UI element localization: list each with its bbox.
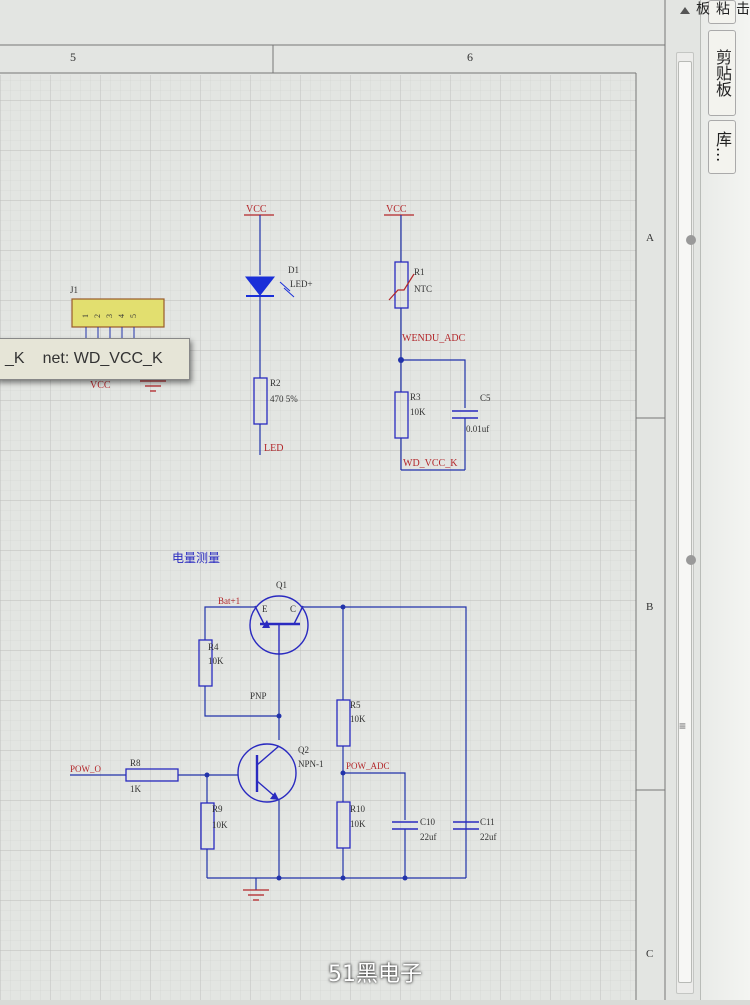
c5-value: 0.01uf bbox=[466, 424, 489, 434]
row-label-b: B bbox=[646, 601, 654, 613]
scroll-handle-dot[interactable] bbox=[686, 555, 696, 565]
c11-ref: C11 bbox=[480, 817, 495, 827]
r10-value: 10K bbox=[350, 819, 366, 829]
j1-pin-4: 4 bbox=[117, 314, 126, 318]
wendu-adc-net: WENDU_ADC bbox=[402, 333, 466, 344]
r8-value: 1K bbox=[130, 784, 142, 794]
led-vcc-label: VCC bbox=[246, 204, 267, 215]
wd-vcc-k-net: WD_VCC_K bbox=[403, 458, 458, 469]
j1-pin-2: 2 bbox=[93, 314, 102, 318]
connector-j1[interactable]: J1 1 2 3 4 5 bbox=[70, 285, 165, 345]
r3-value: 10K bbox=[410, 407, 426, 417]
pow-in-net: POW_O bbox=[70, 764, 101, 774]
column-label-5: 5 bbox=[70, 50, 76, 64]
row-label-a: A bbox=[646, 232, 654, 244]
power-measure-title: 电量测量 bbox=[172, 551, 220, 565]
capacitor-c11[interactable] bbox=[453, 821, 479, 830]
junction-dot bbox=[276, 875, 282, 881]
r8-ref: R8 bbox=[130, 758, 141, 768]
tooltip-prefix: _K bbox=[5, 350, 25, 367]
scrollbar-track[interactable]: ≡ bbox=[676, 7, 694, 994]
pow-adc-net: POW_ADC bbox=[346, 761, 390, 771]
column-label-6: 6 bbox=[467, 50, 473, 64]
r5-ref: R5 bbox=[350, 700, 361, 710]
q1-type: PNP bbox=[250, 691, 267, 701]
q1-ref: Q1 bbox=[276, 580, 287, 590]
r5-value: 10K bbox=[350, 714, 366, 724]
j1-pin-3: 3 bbox=[105, 314, 114, 318]
r3-ref: R3 bbox=[410, 392, 421, 402]
schematic-svg[interactable]: J1 1 2 3 4 5 VCC VCC D1 LE bbox=[0, 0, 700, 1000]
scrollbar-thumb[interactable] bbox=[678, 61, 692, 983]
junction-dot bbox=[276, 713, 282, 719]
net-tooltip: _K net: WD_VCC_K bbox=[0, 338, 190, 380]
r10-ref: R10 bbox=[350, 804, 366, 814]
ntc-vcc-label: VCC bbox=[386, 204, 407, 215]
d1-ref: D1 bbox=[288, 265, 299, 275]
r2-value: 470 5% bbox=[270, 394, 298, 404]
c10-ref: C10 bbox=[420, 817, 436, 827]
ground-symbol bbox=[243, 889, 269, 901]
r9-value: 10K bbox=[212, 820, 228, 830]
r4-value: 10K bbox=[208, 656, 224, 666]
led-net-label: LED bbox=[264, 443, 283, 454]
q2-ref: Q2 bbox=[298, 745, 309, 755]
r1-value: NTC bbox=[414, 284, 432, 294]
scroll-handle-dot[interactable] bbox=[686, 235, 696, 245]
j1-pin-1: 1 bbox=[81, 314, 90, 318]
q1-c-label: C bbox=[290, 604, 296, 614]
led-emit-arrows bbox=[279, 281, 295, 298]
scroll-grip-icon: ≡ bbox=[679, 719, 687, 733]
c10-value: 22uf bbox=[420, 832, 437, 842]
ground-symbol bbox=[140, 380, 166, 392]
j1-vcc-label: VCC bbox=[90, 380, 111, 391]
drawing-grid bbox=[0, 75, 636, 1000]
c5-ref: C5 bbox=[480, 393, 491, 403]
r1-ref: R1 bbox=[414, 267, 425, 277]
j1-pin-5: 5 bbox=[129, 314, 138, 318]
r9-ref: R9 bbox=[212, 804, 223, 814]
panel-tab-top[interactable]: 击粘板 bbox=[694, 0, 750, 24]
transistor-q2[interactable] bbox=[237, 743, 297, 803]
led-diode[interactable] bbox=[244, 276, 276, 296]
q2-type: NPN-1 bbox=[298, 759, 324, 769]
q1-e-label: E bbox=[262, 604, 268, 614]
led-circuit[interactable]: VCC D1 LED+ R2 470 5% LED bbox=[244, 204, 313, 455]
power-measure-circuit[interactable]: 电量测量 Q1 E C Bat+1 PNP R4 10K R5 10K bbox=[70, 551, 497, 901]
bat-net-label: Bat+1 bbox=[218, 596, 240, 606]
scroll-up-arrow[interactable] bbox=[680, 7, 690, 14]
j1-ref: J1 bbox=[70, 285, 78, 295]
tooltip-net-text: net: WD_VCC_K bbox=[42, 350, 163, 367]
d1-value: LED+ bbox=[290, 279, 313, 289]
sheet-border bbox=[0, 0, 666, 1000]
junction-dot bbox=[402, 875, 408, 881]
c11-value: 22uf bbox=[480, 832, 497, 842]
r4-ref: R4 bbox=[208, 642, 219, 652]
panel-tab-clipboard[interactable]: 剪贴板 bbox=[708, 30, 736, 116]
watermark: 51黑电子 bbox=[328, 962, 422, 987]
ntc-circuit[interactable]: VCC R1 NTC WENDU_ADC R3 10K C5 0.01uf WD… bbox=[384, 204, 491, 471]
junction-dot bbox=[340, 875, 346, 881]
row-label-c: C bbox=[646, 948, 654, 960]
r2-ref: R2 bbox=[270, 378, 281, 388]
panel-tab-library[interactable]: 库... bbox=[708, 120, 736, 174]
